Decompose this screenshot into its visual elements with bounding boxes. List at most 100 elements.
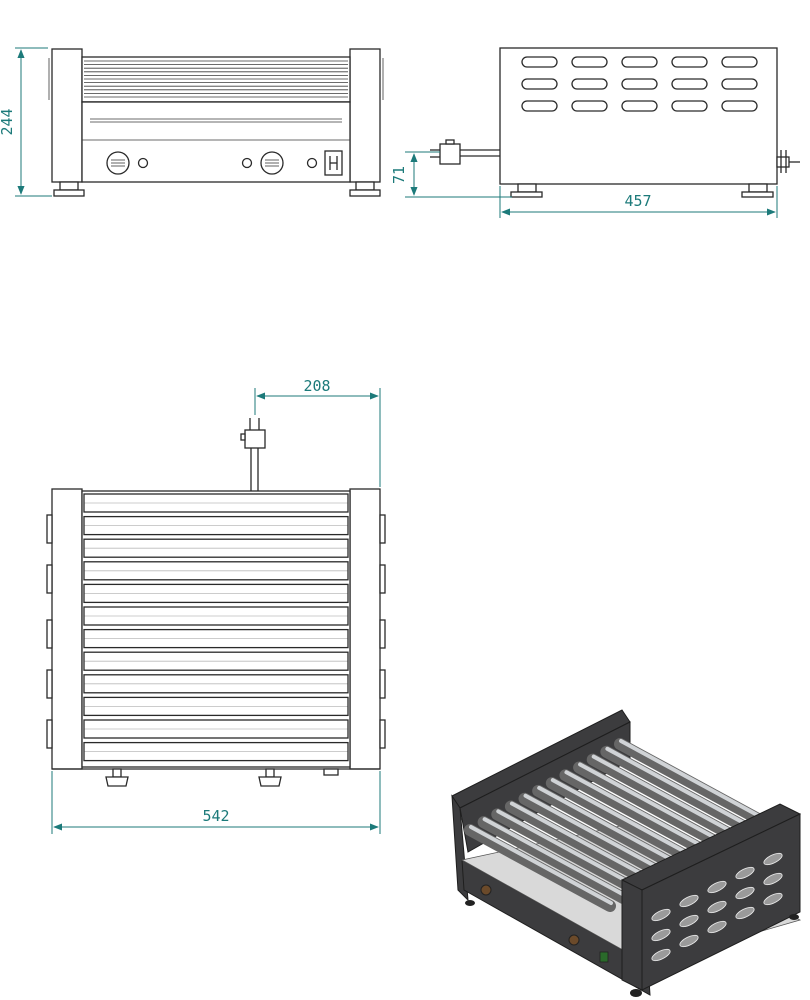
dimension-cable-offset-label: 208 xyxy=(303,377,330,395)
side-switch-icon xyxy=(776,150,800,173)
iso-roller xyxy=(464,824,616,912)
iso-right-panel-edge xyxy=(621,879,643,991)
top-right-panel xyxy=(349,488,381,770)
dimension-depth: 457 xyxy=(499,186,778,218)
dimension-foot-height-label: 71 xyxy=(390,166,408,184)
left-panel-tab xyxy=(46,619,53,649)
right-panel-tab xyxy=(379,619,386,649)
iso-vent-slot xyxy=(763,892,783,906)
iso-vent-slot xyxy=(735,906,755,920)
right-panel-tab xyxy=(379,514,386,544)
front-view: 244 xyxy=(0,47,384,197)
right-knob-icon xyxy=(260,151,284,175)
iso-roller xyxy=(559,769,712,858)
side-body xyxy=(499,47,778,185)
side-vent-slot xyxy=(721,78,758,90)
dimension-width-label: 542 xyxy=(202,807,229,825)
side-vent-slot xyxy=(721,56,758,68)
iso-roller xyxy=(491,808,644,897)
iso-roller xyxy=(573,761,726,850)
iso-vent-slot xyxy=(763,872,783,886)
iso-roller-highlight xyxy=(523,793,668,874)
iso-roller-highlight xyxy=(469,825,613,905)
iso-roller xyxy=(477,816,630,905)
top-roller xyxy=(83,515,349,536)
top-roller xyxy=(83,651,349,671)
iso-roller xyxy=(614,738,766,826)
iso-roller-highlight xyxy=(482,817,627,898)
iso-rollers xyxy=(464,738,766,912)
front-roller-lines xyxy=(84,60,348,98)
top-panel-tabs xyxy=(46,514,386,749)
top-knobs xyxy=(105,768,339,787)
iso-roller xyxy=(518,792,671,881)
top-roller xyxy=(83,628,349,649)
iso-roller xyxy=(586,753,739,842)
top-power-cord-icon xyxy=(240,418,266,491)
left-panel-tab xyxy=(46,719,53,749)
iso-roller-highlight xyxy=(564,770,709,851)
iso-roller xyxy=(600,745,753,834)
iso-vents xyxy=(651,852,783,962)
iso-vent-slot xyxy=(707,920,727,934)
iso-roller-highlight xyxy=(537,785,682,866)
power-switch-icon xyxy=(324,150,343,176)
front-right-panel xyxy=(349,48,381,183)
iso-roller-highlight xyxy=(605,746,750,827)
iso-vent-slot xyxy=(707,880,727,894)
left-indicator-icon xyxy=(137,157,149,169)
dimension-depth-label: 457 xyxy=(624,192,651,210)
iso-roller xyxy=(504,800,657,889)
iso-vent-slot xyxy=(763,852,783,866)
right-indicator-icon xyxy=(241,157,253,169)
left-panel-tab xyxy=(46,669,53,699)
dimension-width: 542 xyxy=(51,771,381,834)
side-vent-slot xyxy=(571,56,608,68)
iso-vent-slot xyxy=(679,914,699,928)
side-vent-slot xyxy=(521,100,558,112)
dimension-foot-height: 71 xyxy=(390,151,512,198)
side-vents xyxy=(521,56,758,112)
top-roller xyxy=(83,674,349,694)
top-roller xyxy=(83,493,349,513)
side-view: 71 457 xyxy=(390,47,800,218)
iso-roller xyxy=(532,784,685,873)
iso-feet xyxy=(465,900,799,997)
iso-roller-highlight xyxy=(591,754,736,835)
side-vent-slot xyxy=(621,78,658,90)
top-roller xyxy=(83,719,349,739)
pilot-light-icon xyxy=(306,157,318,169)
top-roller xyxy=(83,741,349,762)
right-panel-tab xyxy=(379,719,386,749)
iso-vent-slot xyxy=(679,934,699,948)
dimension-cable-offset: 208 xyxy=(254,377,381,487)
iso-roller-highlight xyxy=(619,739,763,819)
side-feet xyxy=(510,183,774,198)
iso-vent-slot xyxy=(735,866,755,880)
dimension-height-label: 244 xyxy=(0,108,16,135)
top-roller xyxy=(83,538,349,558)
front-roller-area xyxy=(81,56,351,103)
isometric-view xyxy=(451,709,802,997)
iso-vent-slot xyxy=(651,908,671,922)
right-panel-tab xyxy=(379,669,386,699)
front-feet xyxy=(53,181,381,197)
iso-switch-icon xyxy=(599,951,609,963)
side-vent-slot xyxy=(721,100,758,112)
iso-roller-highlight xyxy=(496,809,641,890)
top-roller xyxy=(83,696,349,717)
side-vent-slot xyxy=(621,56,658,68)
side-vent-slot xyxy=(671,56,708,68)
side-vent-slot xyxy=(671,78,708,90)
iso-roller-highlight xyxy=(550,778,695,859)
top-view: 208 542 xyxy=(46,377,386,834)
iso-right-knob-icon xyxy=(568,934,580,946)
side-vent-slot xyxy=(671,100,708,112)
top-roller xyxy=(83,561,349,581)
side-vent-slot xyxy=(521,56,558,68)
front-left-panel xyxy=(51,48,83,183)
iso-roller xyxy=(545,777,698,866)
iso-roller-highlight xyxy=(578,762,723,843)
top-roller xyxy=(83,583,349,604)
